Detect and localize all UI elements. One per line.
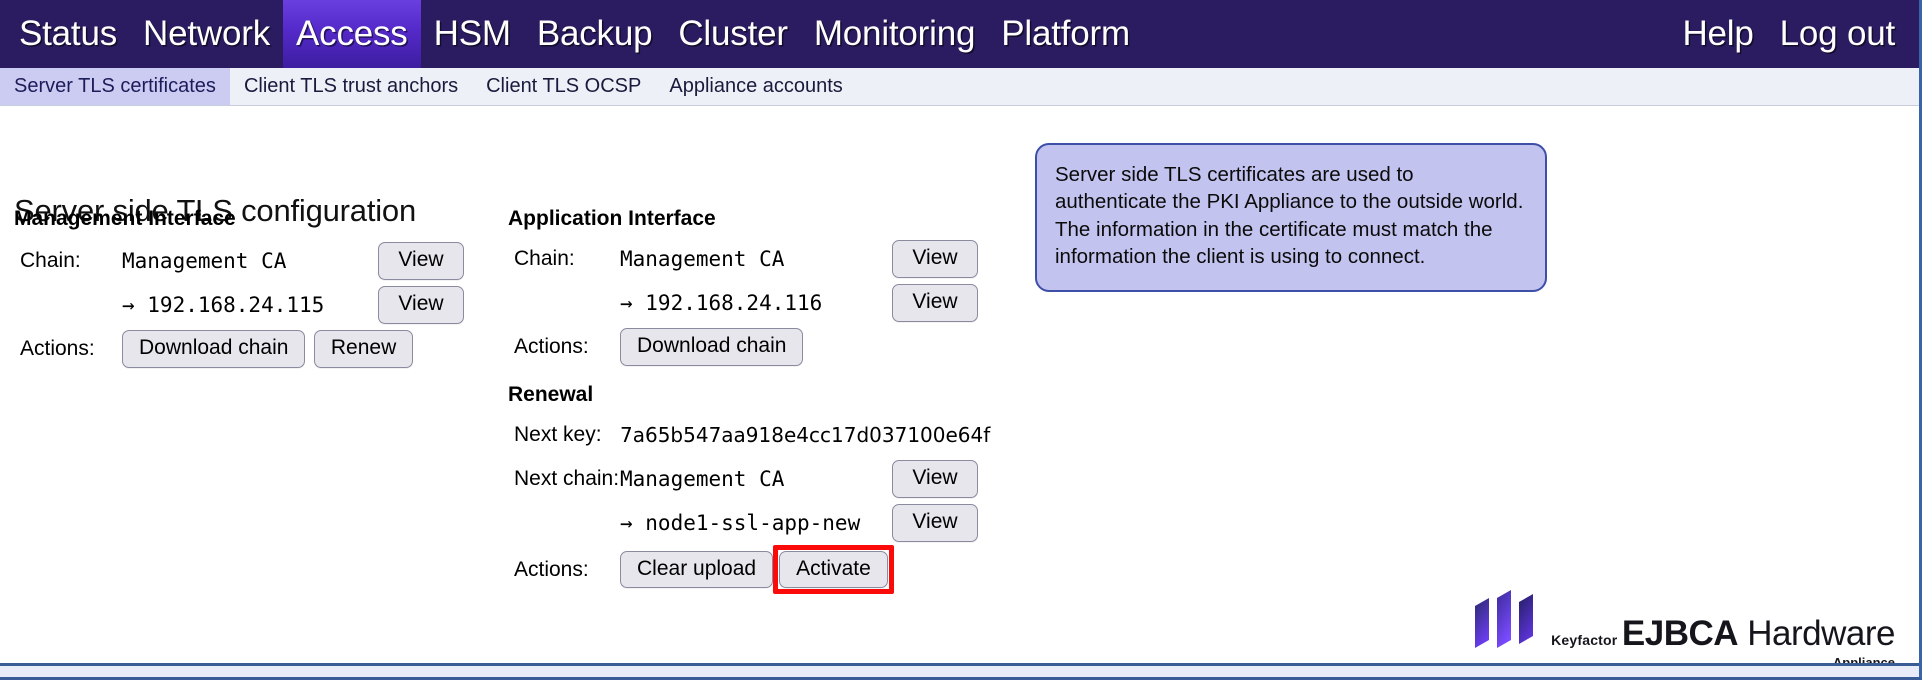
nav-item-help[interactable]: Help (1682, 14, 1754, 53)
management-chain-root-row: Chain: Management CA View (14, 239, 464, 283)
management-interface-heading: Management Interface (14, 207, 236, 230)
nav-item-status[interactable]: Status (19, 14, 118, 53)
application-view-leaf-button[interactable]: View (892, 284, 978, 322)
management-chain-root-value: Management CA (122, 249, 287, 273)
application-chain-root-value: Management CA (620, 247, 785, 271)
renewal-activate-button[interactable]: Activate (779, 551, 888, 589)
nav-item-cluster[interactable]: Cluster (678, 14, 788, 53)
application-view-root-button[interactable]: View (892, 240, 978, 278)
logo-product-name: EJBCA Hardware (1621, 614, 1896, 653)
nav-item-hsm[interactable]: HSM (433, 14, 511, 53)
management-view-leaf-button[interactable]: View (378, 286, 464, 324)
application-interface-heading: Application Interface (508, 207, 716, 230)
application-chain-leaf-row: → 192.168.24.116 View (508, 281, 990, 325)
primary-nav-left-group: Status Network Access HSM Backup Cluster… (0, 0, 1143, 68)
info-panel: Server side TLS certificates are used to… (1035, 143, 1547, 292)
logo-brand-keyfactor: Keyfactor (1551, 632, 1618, 648)
renewal-next-chain-leaf-row: → node1‑ssl‑app‑new View (508, 501, 990, 545)
application-actions-label: Actions: (514, 335, 589, 358)
subnav-item-client-tls-trust-anchors[interactable]: Client TLS trust anchors (243, 75, 459, 97)
renewal-section: Renewal Next key: 7a65b547aa918e4cc17d03… (508, 383, 990, 595)
secondary-navigation-bar: Server TLS certificates Client TLS trust… (0, 68, 1919, 106)
activate-button-highlight: Activate (773, 545, 894, 595)
window-bottom-strip (0, 663, 1919, 677)
keyfactor-bars-icon (1473, 590, 1539, 653)
primary-navigation-bar: Status Network Access HSM Backup Cluster… (0, 0, 1919, 68)
management-interface-section: Management Interface Chain: Management C… (14, 207, 464, 371)
management-chain-leaf-value: → 192.168.24.115 (122, 293, 325, 317)
application-actions-row: Actions: Download chain (508, 325, 990, 369)
logo-text-group: Keyfactor EJBCA Hardware Appliance (1551, 614, 1896, 669)
nav-item-network[interactable]: Network (143, 14, 270, 53)
logo-product-hardware: Hardware (1738, 614, 1895, 653)
nav-item-platform[interactable]: Platform (1001, 14, 1130, 53)
management-download-chain-button[interactable]: Download chain (122, 330, 306, 368)
application-download-chain-button[interactable]: Download chain (620, 328, 804, 366)
renewal-next-chain-root-row: Next chain: Management CA View (508, 457, 990, 501)
application-chain-leaf-value: → 192.168.24.116 (620, 291, 823, 315)
renewal-next-key-row: Next key: 7a65b547aa918e4cc17d037100e64f (508, 413, 990, 457)
nav-item-backup[interactable]: Backup (536, 14, 653, 53)
product-logo: Keyfactor EJBCA Hardware Appliance (1473, 590, 1896, 669)
renewal-view-root-button[interactable]: View (892, 460, 978, 498)
nav-item-monitoring[interactable]: Monitoring (813, 14, 976, 53)
renewal-view-leaf-button[interactable]: View (892, 504, 978, 542)
renewal-clear-upload-button[interactable]: Clear upload (620, 551, 774, 589)
management-view-root-button[interactable]: View (378, 242, 464, 280)
management-actions-row: Actions: Download chain Renew (14, 327, 464, 371)
page-title: Server side TLS configuration (14, 192, 417, 228)
logo-product-ejbca: EJBCA (1621, 614, 1739, 653)
application-chain-label: Chain: (514, 247, 575, 270)
renewal-next-key-label: Next key: (514, 423, 602, 446)
application-chain-root-row: Chain: Management CA View (508, 237, 990, 281)
renewal-next-key-value: 7a65b547aa918e4cc17d037100e64f (620, 423, 991, 447)
management-renew-button[interactable]: Renew (313, 330, 414, 368)
subnav-item-client-tls-ocsp[interactable]: Client TLS OCSP (486, 75, 642, 97)
renewal-actions-label: Actions: (514, 557, 589, 581)
renewal-next-chain-label: Next chain: (514, 467, 620, 490)
application-interface-section: Application Interface Chain: Management … (508, 207, 990, 595)
application-actions-buttons: Download chain (620, 328, 804, 366)
subnav-item-appliance-accounts[interactable]: Appliance accounts (669, 75, 843, 97)
subnav-item-server-tls-certificates[interactable]: Server TLS certificates (0, 68, 230, 105)
primary-nav-right-group: Help Log out (1669, 0, 1919, 68)
nav-item-access[interactable]: Access (283, 0, 421, 68)
renewal-next-chain-leaf-value: → node1‑ssl‑app‑new (620, 511, 861, 535)
management-actions-label: Actions: (20, 337, 95, 360)
management-chain-label: Chain: (20, 249, 81, 272)
main-content: Server side TLS configuration Management… (0, 107, 1919, 677)
renewal-heading: Renewal (508, 383, 594, 406)
nav-item-log-out[interactable]: Log out (1779, 14, 1896, 53)
renewal-next-chain-root-value: Management CA (620, 467, 785, 491)
management-actions-buttons: Download chain Renew (122, 330, 414, 368)
management-chain-leaf-row: → 192.168.24.115 View (14, 283, 464, 327)
